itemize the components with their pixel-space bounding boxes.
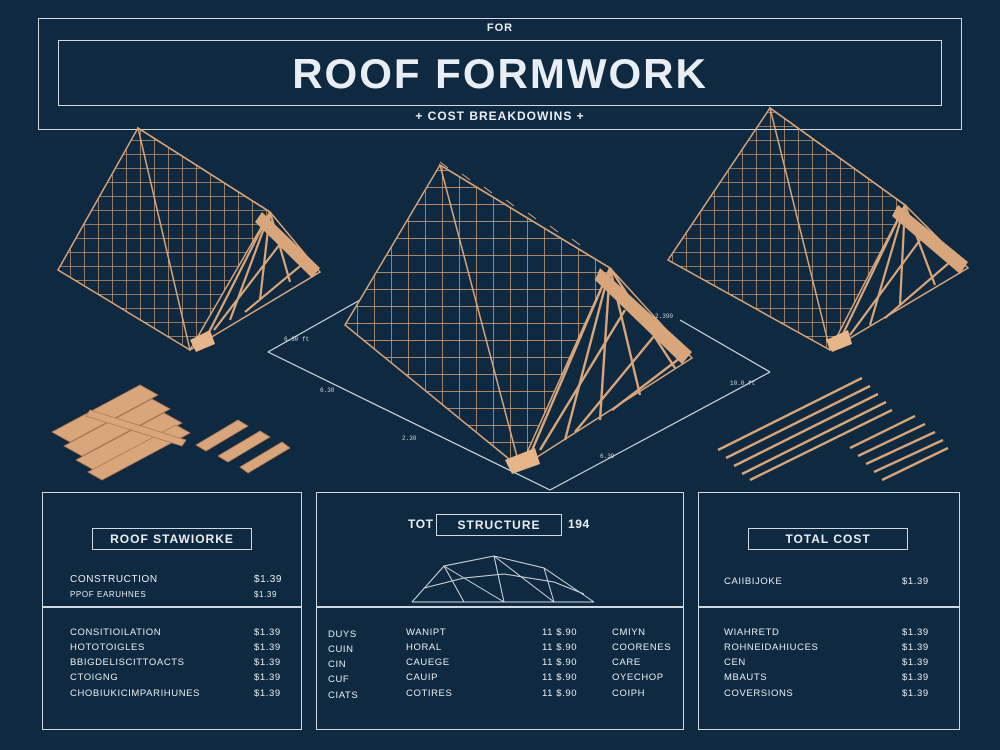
list-item: WIAHRETD $1.39: [724, 627, 929, 638]
list-item: HOTOTOIGLES $1.39: [70, 642, 281, 653]
dimension-label: 6.30: [320, 387, 335, 394]
total-cost-label: TOTAL COST: [748, 528, 908, 550]
dimension-label: 10.0 ft: [730, 380, 755, 387]
list-item: CARE: [612, 657, 641, 668]
dimension-label: 6.30 ft: [284, 336, 309, 343]
list-item: OYECHOP: [612, 672, 664, 683]
list-item: CTOIGNG $1.39: [70, 672, 281, 683]
list-item: CMIYN: [612, 627, 646, 638]
structure-label-right: 194: [568, 517, 590, 531]
middle-roof-frame: [344, 161, 694, 474]
list-item: CHOBIUKICIMPARIHUNES $1.39: [70, 688, 281, 699]
dimension-label: 2.30: [402, 435, 417, 442]
dimension-label: 2.390: [655, 313, 673, 320]
list-item: 11 $.90: [542, 672, 578, 683]
lumber-boards-right: [717, 376, 949, 482]
list-item: BBIGDELISCITTOACTS $1.39: [70, 657, 281, 668]
list-item: DUYS: [328, 629, 357, 640]
page-subtitle: + COST BREAKDOWINS +: [415, 109, 585, 123]
list-item: COIPH: [612, 688, 646, 699]
title-frame-outer: [38, 18, 962, 130]
list-item: 11 $.90: [542, 627, 578, 638]
total-cost-panel: [698, 492, 960, 730]
structure-label: STRUCTURE: [436, 514, 562, 536]
panel-divider: [698, 606, 960, 608]
list-item: CIATS: [328, 690, 359, 701]
lumber-stack-left: [51, 384, 291, 481]
dimension-outline: 6.30 ft 6.30 2.30 6.39 10.0 ft 2.390: [267, 299, 771, 491]
list-item: MBAUTS $1.39: [724, 672, 929, 683]
structure-label-left: TOT: [408, 517, 434, 531]
pre-title: FOR: [486, 22, 514, 34]
left-roof-frame: [56, 126, 322, 352]
list-item: CUF: [328, 674, 350, 685]
list-item: CUIN: [328, 644, 354, 655]
structure-panel: [316, 492, 684, 730]
list-item: ROHNEIDAHIUCES $1.39: [724, 642, 929, 653]
list-item: CONSTRUCTION $1.39: [70, 574, 283, 585]
list-item: HORAL: [406, 642, 442, 653]
page-title: ROOF FORMWORK: [292, 50, 708, 97]
list-item: 11 $.90: [542, 688, 578, 699]
title-frame-inner: [58, 40, 942, 106]
list-item: CAUEGE: [406, 657, 450, 668]
roof-structure-panel: [42, 492, 302, 730]
list-item: COTIRES: [406, 688, 453, 699]
dimension-label: 6.39: [600, 453, 615, 460]
list-item: COVERSIONS $1.39: [724, 688, 929, 699]
list-item: CONSITIOILATION $1.39: [70, 627, 281, 638]
list-item: CEN $1.39: [724, 657, 929, 668]
right-roof-frame: [666, 106, 970, 352]
list-item: CAUIP: [406, 672, 439, 683]
list-item: CAIIBIJOKE $1.39: [724, 576, 929, 587]
list-item: WANIPT: [406, 627, 447, 638]
structure-sketch: [411, 555, 595, 603]
list-item: 11 $.90: [542, 657, 578, 668]
list-item: CIN: [328, 659, 347, 670]
list-item: 11 $.90: [542, 642, 578, 653]
list-item: COORENES: [612, 642, 672, 653]
roof-structure-label: ROOF STAWIORKE: [92, 528, 252, 550]
list-item: PPOF EARUHNES $1.39: [70, 590, 278, 599]
panel-divider: [42, 606, 302, 608]
panel-divider: [316, 606, 684, 608]
